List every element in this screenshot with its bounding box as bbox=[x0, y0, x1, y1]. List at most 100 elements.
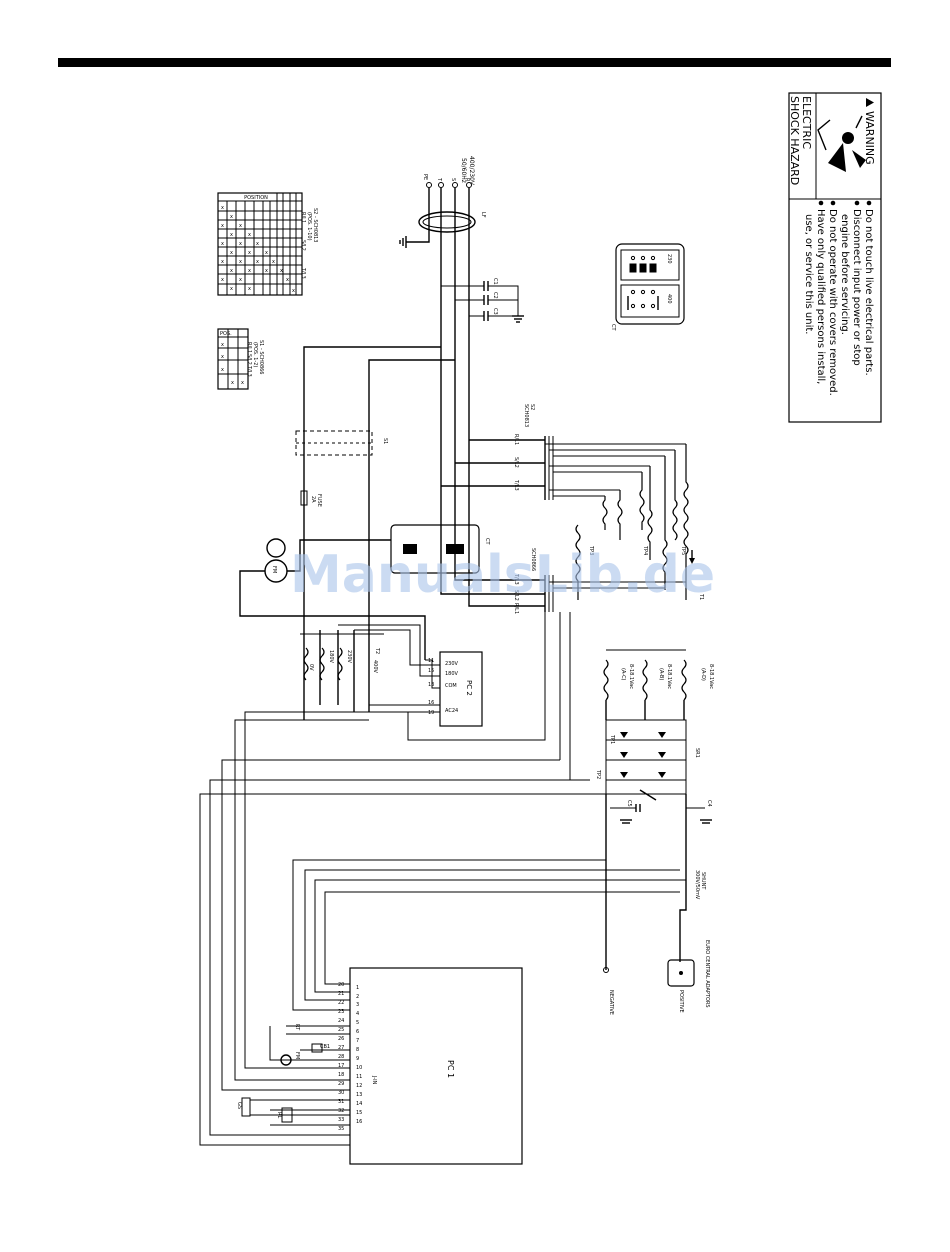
shock-figure-icon bbox=[817, 115, 866, 172]
svg-text:(A-D): (A-D) bbox=[700, 668, 706, 681]
svg-text:S1: S1 bbox=[382, 438, 388, 444]
pc1-label: PC 1 bbox=[446, 1060, 455, 1078]
svg-text:8-18.1Vac: 8-18.1Vac bbox=[666, 664, 672, 689]
svg-text:x: x bbox=[248, 232, 251, 238]
svg-text:25: 25 bbox=[338, 1027, 344, 1033]
svg-text:COM: COM bbox=[445, 683, 457, 689]
svg-text:x: x bbox=[221, 205, 224, 211]
svg-text:x: x bbox=[239, 277, 242, 283]
svg-text:400V: 400V bbox=[372, 660, 378, 674]
svg-text:C2: C2 bbox=[492, 292, 498, 299]
svg-text:1: 1 bbox=[356, 985, 359, 991]
svg-text:28: 28 bbox=[338, 1054, 344, 1060]
svg-text:x: x bbox=[231, 380, 234, 386]
svg-text:31: 31 bbox=[338, 1099, 344, 1105]
svg-text:x: x bbox=[221, 277, 224, 283]
svg-text:11: 11 bbox=[356, 1074, 362, 1080]
fan-icon bbox=[266, 538, 286, 558]
svg-text:27: 27 bbox=[338, 1045, 344, 1051]
svg-text:11: 11 bbox=[428, 658, 434, 664]
svg-text:FM: FM bbox=[271, 566, 277, 573]
s3-switch: T/L3 S/L2 R/L1 SCH0866 bbox=[440, 520, 686, 614]
svg-text:x: x bbox=[230, 268, 233, 274]
relay-rl bbox=[281, 1107, 293, 1123]
svg-text:T/L3: T/L3 bbox=[513, 573, 519, 585]
svg-text:PE: PE bbox=[422, 174, 428, 180]
svg-text:23: 23 bbox=[338, 1009, 344, 1015]
svg-text:x: x bbox=[221, 241, 224, 247]
svg-text:18: 18 bbox=[338, 1072, 344, 1078]
svg-text:CT: CT bbox=[484, 538, 490, 545]
svg-text:SCH0866: SCH0866 bbox=[530, 548, 536, 571]
fan-motor: FM bbox=[239, 538, 426, 660]
watermark: ManualsLib.de bbox=[290, 545, 715, 605]
svg-text:400: 400 bbox=[666, 294, 672, 304]
svg-text:x: x bbox=[221, 223, 224, 229]
output-capacitors: C5 C4 bbox=[605, 789, 712, 970]
svg-text:(POS. 1-2): (POS. 1-2) bbox=[252, 342, 258, 367]
top-rule bbox=[58, 58, 891, 67]
svg-text:26: 26 bbox=[338, 1036, 344, 1042]
svg-text:R/L1: R/L1 bbox=[513, 434, 519, 445]
svg-text:8-18.1Vac: 8-18.1Vac bbox=[708, 664, 714, 689]
position-table-title: POSITION bbox=[244, 195, 268, 201]
svg-text:7: 7 bbox=[356, 1038, 359, 1044]
sr1-label: SR1 bbox=[694, 748, 700, 758]
svg-text:x: x bbox=[286, 277, 289, 283]
warning-bullet-1: Do not touch live electrical parts. bbox=[863, 209, 874, 376]
svg-text:15: 15 bbox=[356, 1110, 362, 1116]
svg-text:300V/50mV: 300V/50mV bbox=[694, 870, 700, 900]
svg-text:x: x bbox=[230, 286, 233, 292]
line-filter-label: LF bbox=[480, 212, 486, 218]
svg-text:CB1: CB1 bbox=[320, 1044, 330, 1050]
svg-text:x: x bbox=[256, 259, 259, 265]
svg-text:2A: 2A bbox=[310, 496, 316, 503]
input-voltage-label: 400/230V bbox=[468, 156, 475, 186]
ct-inset-label: CT bbox=[610, 324, 616, 331]
fuse: FUSE 2A bbox=[300, 490, 322, 507]
svg-text:S/L2: S/L2 bbox=[246, 354, 252, 365]
svg-text:x: x bbox=[256, 241, 259, 247]
svg-text:5: 5 bbox=[356, 1020, 359, 1026]
svg-text:x: x bbox=[265, 250, 268, 256]
pc1-peripheral-components: FM CB1 RT RL GS bbox=[236, 1024, 330, 1123]
svg-text:T/L3: T/L3 bbox=[300, 267, 306, 279]
svg-text:S: S bbox=[450, 178, 456, 181]
svg-text:T/L3: T/L3 bbox=[513, 479, 519, 491]
svg-text:20: 20 bbox=[338, 982, 344, 988]
svg-text:8-18.1Vac: 8-18.1Vac bbox=[628, 664, 634, 689]
svg-text:S/L2: S/L2 bbox=[300, 240, 306, 251]
svg-text:SHUNT: SHUNT bbox=[700, 872, 706, 890]
warning-heading: WARNING bbox=[863, 111, 876, 165]
svg-text:TP5: TP5 bbox=[680, 545, 686, 555]
svg-text:10: 10 bbox=[356, 1065, 362, 1071]
s1-title: S1 - SCH0866 bbox=[258, 340, 264, 375]
svg-text:13: 13 bbox=[356, 1092, 362, 1098]
svg-text:TP4: TP4 bbox=[642, 545, 648, 555]
svg-text:x: x bbox=[221, 354, 224, 360]
svg-text:RT: RT bbox=[294, 1024, 300, 1031]
svg-text:R: R bbox=[464, 178, 470, 182]
svg-text:35: 35 bbox=[338, 1126, 344, 1132]
s2-position-table: POSITION R/L1 S/L2 T/L3 S2 - SCH0813 (PO… bbox=[217, 192, 318, 296]
svg-text:x: x bbox=[239, 259, 242, 265]
svg-text:x: x bbox=[248, 268, 251, 274]
svg-text:x: x bbox=[221, 367, 224, 373]
svg-text:R/L1: R/L1 bbox=[513, 603, 519, 614]
svg-text:6: 6 bbox=[356, 1029, 359, 1035]
svg-text:29: 29 bbox=[338, 1081, 344, 1087]
s2-switch: S2 SCH0813 R/L1 S/L2 T/L3 bbox=[440, 390, 545, 491]
svg-text:3: 3 bbox=[356, 1002, 359, 1008]
current-transformer-ct: CT bbox=[390, 524, 490, 574]
svg-text:12: 12 bbox=[356, 1083, 362, 1089]
svg-text:TP3: TP3 bbox=[588, 545, 594, 555]
svg-text:9: 9 bbox=[356, 1056, 359, 1062]
svg-text:x: x bbox=[265, 268, 268, 274]
s2-title: S2 - SCH0813 bbox=[312, 208, 318, 243]
svg-text:x: x bbox=[221, 342, 224, 348]
warning-bullet-5: Have only qualified persons install, bbox=[815, 209, 826, 384]
warning-bullet-4: Do not operate with covers removed. bbox=[827, 209, 838, 396]
